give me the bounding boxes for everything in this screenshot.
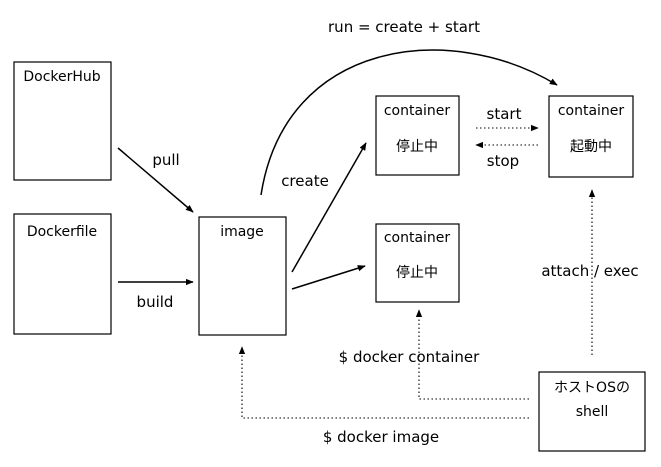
container-title: container <box>384 103 451 119</box>
create-label: create <box>281 172 329 190</box>
container-status: 停止中 <box>396 138 438 155</box>
dockerfile-node: Dockerfile <box>13 213 112 335</box>
docker-container-label: $ docker container <box>339 348 480 366</box>
start-label: start <box>487 105 522 123</box>
container-running-node: container 起動中 <box>548 95 634 178</box>
docker-image-label: $ docker image <box>323 428 439 446</box>
create-arrow-top <box>291 142 367 273</box>
container-status: 停止中 <box>396 264 438 281</box>
create-arrow-bottom <box>291 265 366 290</box>
host-shell-line1: ホストOSの <box>554 380 630 396</box>
attach-exec-label: attach / exec <box>541 262 638 280</box>
pull-arrow <box>117 147 194 213</box>
host-shell-node: ホストOSの shell <box>538 371 646 452</box>
diagram-title: run = create + start <box>328 18 480 36</box>
container-stopped-bottom-node: container 停止中 <box>375 223 460 303</box>
build-label: build <box>137 293 174 311</box>
dockerhub-node: DockerHub <box>13 61 112 181</box>
dockerfile-label: Dockerfile <box>27 224 97 240</box>
image-node: image <box>198 216 287 336</box>
container-status: 起動中 <box>570 139 612 155</box>
docker-container-arrow <box>415 309 529 400</box>
pull-label: pull <box>152 151 179 169</box>
image-label: image <box>220 224 264 240</box>
container-stopped-top-node: container 停止中 <box>375 95 460 176</box>
container-title: container <box>558 103 625 119</box>
container-title: container <box>384 230 451 246</box>
dockerhub-label: DockerHub <box>23 69 100 85</box>
run-arrow <box>260 49 558 196</box>
host-shell-line2: shell <box>576 404 609 420</box>
stop-label: stop <box>487 152 519 170</box>
